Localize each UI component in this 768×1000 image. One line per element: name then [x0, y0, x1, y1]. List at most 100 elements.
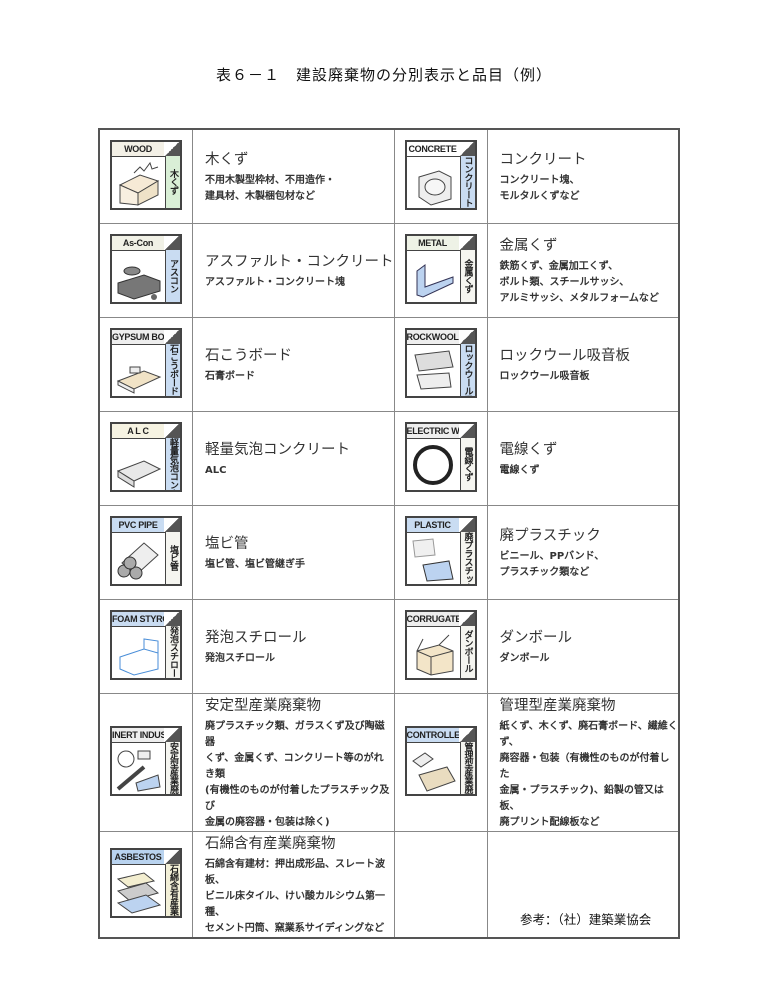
icon-label-ja: 発泡スチロール: [165, 625, 180, 678]
asbestos-icon: ASBESTOS 石綿含有産業廃棄物: [110, 847, 182, 918]
item-description: 石綿含有建材：押出成形品、スレート波板、 ビニル床タイル、けい酸カルシウム第一種…: [205, 859, 385, 934]
pvc-pipe-illustration-icon: [117, 541, 159, 579]
item-cell: ロックウール吸音板 ロックウール吸音板: [486, 317, 680, 412]
controlled-waste-illustration-icon: [411, 751, 456, 792]
item-description: ロックウール吸音板: [499, 371, 590, 382]
cardboard-illustration-icon: [416, 634, 453, 676]
foam-styrol-icon: FOAM STYROL 発泡スチロール: [110, 609, 182, 680]
icon-cell: METAL 金属くず: [393, 223, 488, 318]
item-cell: 安定型産業廃棄物 廃プラスチック類、ガラスくず及び陶磁器 くず、金属くず、コンク…: [192, 693, 395, 832]
foam-styrol-illustration-icon: [119, 637, 159, 676]
icon-cell: As-Con アスコン: [98, 223, 193, 318]
cardboard-icon: CORRUGATED PAPER ダンボール: [404, 609, 477, 680]
item-name: 木くず: [205, 152, 249, 168]
corner-mark-icon: [164, 235, 180, 250]
metal-illustration-icon: [416, 263, 453, 298]
item-description: コンクリート塊、 モルタルくずなど: [499, 175, 580, 202]
rockwool-board-illustration-icon: [413, 349, 454, 390]
icon-cell: FOAM STYROL 発泡スチロール: [98, 599, 193, 694]
icon-label-en: GYPSUM BOARDS: [112, 329, 165, 345]
item-description: 石膏ボード: [205, 371, 255, 382]
corner-mark-icon: [164, 517, 180, 532]
icon-label-en: ROCKWOOL BOARD: [406, 329, 460, 345]
item-description: 不用木製型枠材、不用造作・ 建具材、木製梱包材など: [205, 175, 335, 202]
item-name: アスファルト・コンクリート: [205, 254, 394, 270]
inert-waste-illustration-icon: [116, 750, 161, 792]
item-cell: 廃プラスチック ビニール、PPバンド、 プラスチック類など: [486, 505, 680, 600]
item-cell: コンクリート コンクリート塊、 モルタルくずなど: [486, 128, 680, 224]
item-cell: 木くず 不用木製型枠材、不用造作・ 建具材、木製梱包材など: [192, 128, 395, 224]
item-name: 石綿含有産業廃棄物: [205, 836, 336, 852]
icon-label-en: As-Con: [112, 235, 165, 251]
icon-cell: INERT INDUSTRIAL WASTE 安定型産業廃棄物: [98, 693, 193, 832]
asbestos-illustration-icon: [116, 871, 162, 914]
controlled-waste-icon: CONTROLLED INDUSTRIAL WASTE 管理型産業廃棄物: [404, 725, 477, 796]
asphalt-concrete-icon: As-Con アスコン: [110, 233, 182, 304]
empty-cell: [393, 831, 488, 939]
wood-icon: WOOD 木くず: [110, 139, 182, 210]
item-cell: 塩ビ管 塩ビ管、塩ビ管継ぎ手: [192, 505, 395, 600]
wood-illustration-icon: [118, 161, 160, 206]
icon-cell: PLASTIC 廃プラスチック: [393, 505, 488, 600]
plastic-illustration-icon: [411, 537, 454, 582]
icon-cell: GYPSUM BOARDS 石こうボード: [98, 317, 193, 412]
corner-mark-icon: [458, 141, 475, 156]
icon-label-en: WOOD: [112, 141, 165, 157]
item-name: コンクリート: [499, 152, 587, 168]
icon-label-ja: 石こうボード: [165, 343, 180, 396]
item-cell: 電線くず 電線くず: [486, 411, 680, 506]
item-cell: 金属くず 鉄筋くず、金属加工くず、 ボルト類、スチールサッシ、 アルミサッシ、メ…: [486, 223, 680, 318]
table-row: As-Con アスコン アスファルト・コンクリート アスファルト・コンクリート塊…: [98, 223, 680, 318]
icon-label-ja: 塩ビ管: [165, 531, 180, 584]
item-name: 安定型産業廃棄物: [205, 698, 321, 714]
icon-label-en: PLASTIC: [406, 517, 460, 533]
icon-cell: WOOD 木くず: [98, 128, 193, 224]
alc-icon: A L C 軽量気泡コンクリート: [110, 421, 182, 492]
table-row: WOOD 木くず 木くず 不用木製型枠材、不用造作・ 建具材、木製梱包材など C…: [98, 128, 680, 224]
metal-icon: METAL 金属くず: [404, 233, 477, 304]
item-description: 発泡スチロール: [205, 653, 275, 664]
item-name: 塩ビ管: [205, 536, 249, 552]
icon-label-en: METAL: [406, 235, 460, 251]
source-note: 参考：（社）建築業協会: [520, 912, 652, 927]
pvc-pipe-icon: PVC PIPE 塩ビ管: [110, 515, 182, 586]
item-description: アスファルト・コンクリート塊: [205, 277, 345, 288]
item-description: ALC: [205, 465, 227, 476]
item-name: 管理型産業廃棄物: [499, 698, 616, 714]
electric-wire-illustration-icon: [412, 444, 453, 485]
corner-mark-icon: [164, 849, 180, 864]
item-name: 廃プラスチック: [499, 528, 601, 544]
table-row: PVC PIPE 塩ビ管 塩ビ管 塩ビ管、塩ビ管継ぎ手 PLASTIC 廃プラス…: [98, 505, 680, 600]
icon-label-en: ELECTRIC WIRE: [406, 423, 460, 439]
item-name: 金属くず: [499, 238, 558, 254]
gypsum-board-illustration-icon: [116, 366, 162, 394]
corner-mark-icon: [164, 727, 180, 742]
waste-classification-table: WOOD 木くず 木くず 不用木製型枠材、不用造作・ 建具材、木製梱包材など C…: [98, 128, 680, 939]
rockwool-board-icon: ROCKWOOL BOARD ロックウール吸音板: [404, 327, 477, 398]
item-description: 廃プラスチック類、ガラスくず及び陶磁器 くず、金属くず、コンクリート等のがれき類…: [205, 721, 390, 828]
corner-mark-icon: [164, 329, 180, 344]
icon-label-ja: 金属くず: [459, 249, 475, 302]
concrete-illustration-icon: [418, 169, 451, 206]
icon-label-ja: 石綿含有産業廃棄物: [165, 863, 180, 916]
item-name: 発泡スチロール: [205, 630, 307, 646]
icon-cell: ROCKWOOL BOARD ロックウール吸音板: [393, 317, 488, 412]
inert-waste-icon: INERT INDUSTRIAL WASTE 安定型産業廃棄物: [110, 725, 182, 796]
icon-label-ja: ダンボール: [459, 625, 475, 678]
icon-label-en: ASBESTOS: [112, 849, 165, 865]
item-description: ビニール、PPバンド、 プラスチック類など: [499, 551, 605, 578]
electric-wire-icon: ELECTRIC WIRE 電線くず: [404, 421, 477, 492]
icon-label-ja: コンクリート: [459, 155, 475, 208]
empty-cell: [486, 831, 680, 939]
corner-mark-icon: [458, 329, 475, 344]
corner-mark-icon: [458, 235, 475, 250]
icon-cell: ASBESTOS 石綿含有産業廃棄物: [98, 831, 193, 939]
item-description: 鉄筋くず、金属加工くず、 ボルト類、スチールサッシ、 アルミサッシ、メタルフォー…: [499, 261, 659, 304]
item-cell: 軽量気泡コンクリート ALC: [192, 411, 395, 506]
concrete-icon: CONCRETE コンクリート: [404, 139, 477, 210]
corner-mark-icon: [164, 423, 180, 438]
table-row: FOAM STYROL 発泡スチロール 発泡スチロール 発泡スチロール CORR…: [98, 599, 680, 694]
icon-label-ja: 安定型産業廃棄物: [165, 741, 180, 794]
icon-cell: PVC PIPE 塩ビ管: [98, 505, 193, 600]
icon-label-ja: 電線くず: [459, 437, 475, 490]
